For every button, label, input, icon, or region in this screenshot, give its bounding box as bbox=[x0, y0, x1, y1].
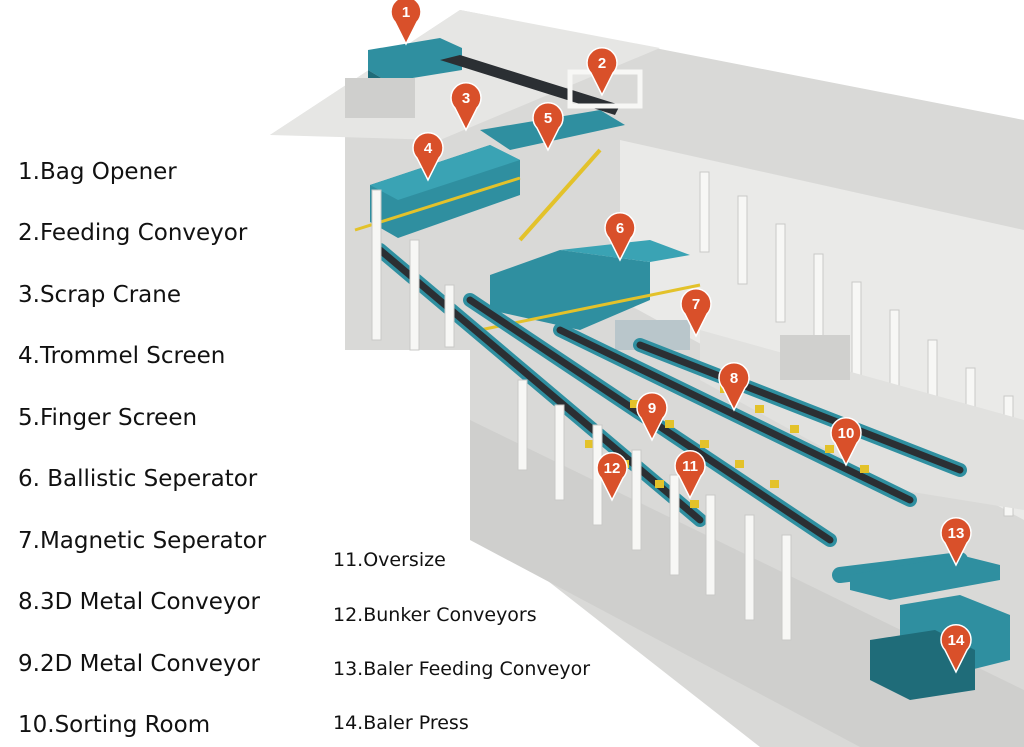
marker-7: 7 bbox=[680, 288, 712, 338]
marker-6: 6 bbox=[604, 212, 636, 262]
marker-label: 11 bbox=[682, 458, 698, 475]
baler-feeding-conveyor bbox=[850, 555, 1000, 600]
marker-label: 7 bbox=[692, 296, 700, 313]
marker-label: 6 bbox=[616, 220, 624, 237]
marker-pin-icon bbox=[830, 417, 862, 467]
marker-label: 1 bbox=[402, 4, 410, 21]
marker-11: 11 bbox=[674, 450, 706, 500]
marker-label: 14 bbox=[948, 632, 965, 649]
marker-pin-icon bbox=[718, 362, 750, 412]
trommel-screen bbox=[354, 145, 521, 238]
bag-opener bbox=[345, 38, 462, 118]
marker-pin-icon bbox=[532, 102, 564, 152]
marker-label: 5 bbox=[544, 110, 552, 127]
marker-pin-icon bbox=[680, 288, 712, 338]
marker-label: 2 bbox=[598, 55, 606, 72]
marker-10: 10 bbox=[830, 417, 862, 467]
marker-pin-icon bbox=[604, 212, 636, 262]
marker-pin-icon bbox=[412, 132, 444, 182]
marker-pin-icon bbox=[586, 47, 618, 97]
marker-1: 1 bbox=[390, 0, 422, 46]
marker-2: 2 bbox=[586, 47, 618, 97]
marker-label: 12 bbox=[604, 460, 621, 477]
service-box bbox=[780, 335, 850, 380]
marker-3: 3 bbox=[450, 82, 482, 132]
marker-label: 13 bbox=[948, 525, 965, 542]
marker-label: 10 bbox=[838, 425, 855, 442]
marker-pin-icon bbox=[940, 624, 972, 674]
marker-4: 4 bbox=[412, 132, 444, 182]
marker-pin-icon bbox=[596, 452, 628, 502]
marker-9: 9 bbox=[636, 392, 668, 442]
marker-pin-icon bbox=[674, 450, 706, 500]
marker-label: 9 bbox=[648, 400, 656, 417]
marker-pin-icon bbox=[450, 82, 482, 132]
front-pillars bbox=[371, 189, 792, 641]
marker-5: 5 bbox=[532, 102, 564, 152]
marker-12: 12 bbox=[596, 452, 628, 502]
stairs bbox=[518, 148, 602, 242]
marker-13: 13 bbox=[940, 517, 972, 567]
marker-pin-icon bbox=[636, 392, 668, 442]
marker-14: 14 bbox=[940, 624, 972, 674]
marker-label: 4 bbox=[424, 140, 433, 157]
marker-8: 8 bbox=[718, 362, 750, 412]
marker-pin-icon bbox=[390, 0, 422, 46]
marker-label: 8 bbox=[730, 370, 738, 387]
marker-label: 3 bbox=[462, 90, 470, 107]
feeding-conveyor bbox=[440, 55, 620, 115]
marker-pin-icon bbox=[940, 517, 972, 567]
